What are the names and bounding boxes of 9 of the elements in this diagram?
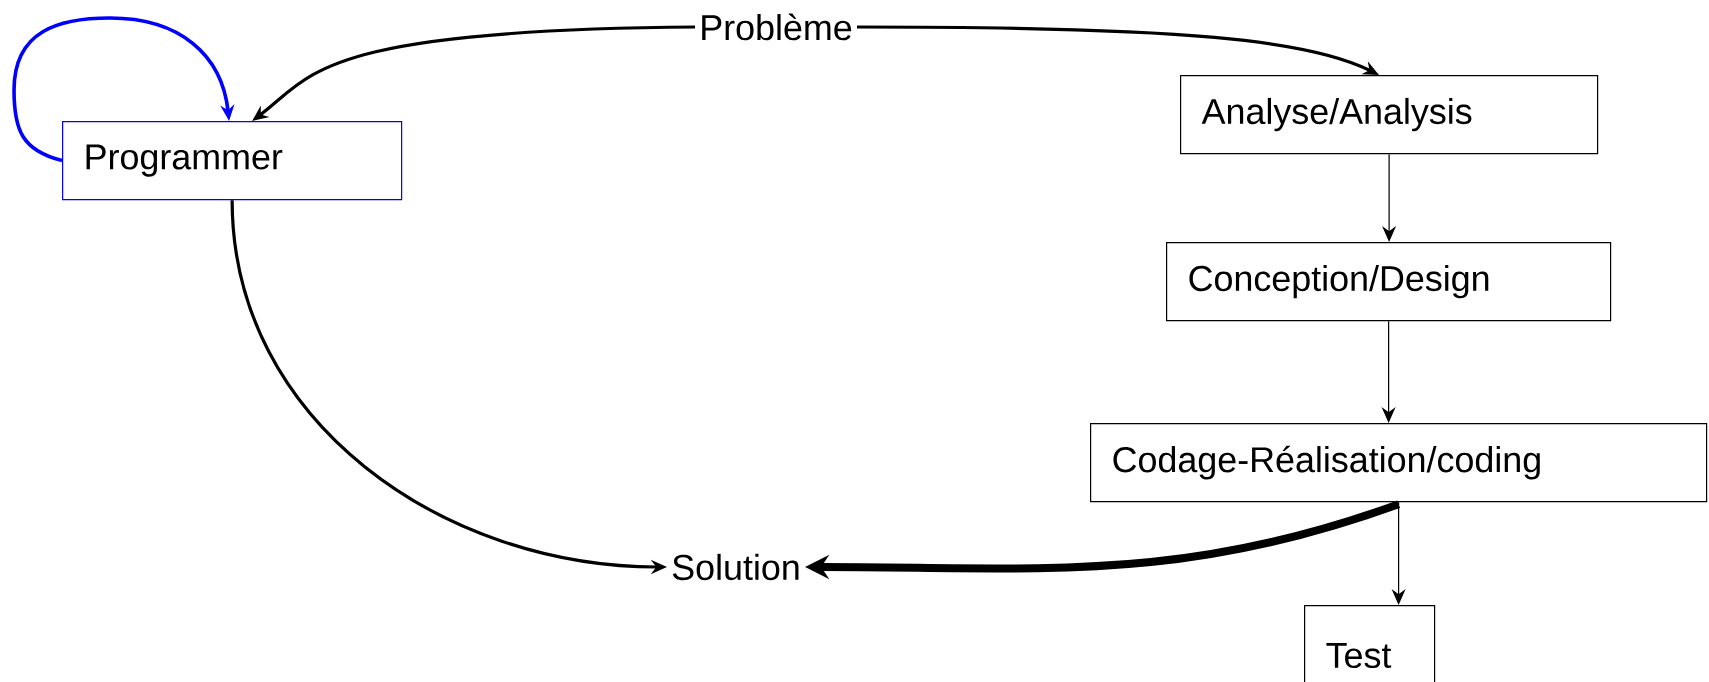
process-box: Analyse/Analysis <box>1180 75 1599 155</box>
arrow <box>1382 153 1397 242</box>
node-label: Solution <box>672 553 799 581</box>
node-label: Problème <box>702 13 852 41</box>
process-box: Test <box>1304 605 1436 682</box>
process-box: Codage-Réalisation/coding <box>1090 423 1708 503</box>
arrow <box>12 16 235 163</box>
process-box: Conception/Design <box>1166 242 1612 322</box>
process-box: Programmer <box>62 121 403 201</box>
